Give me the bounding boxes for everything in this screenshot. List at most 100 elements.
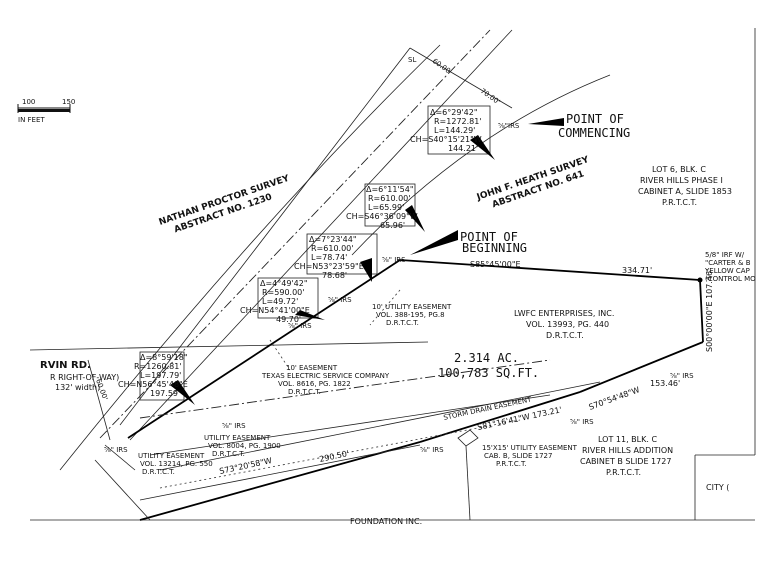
svg-text:D.R.T.C.T.: D.R.T.C.T. bbox=[212, 450, 245, 458]
sw-bearing-group: S73°20'58"W bbox=[219, 456, 273, 476]
svg-text:CH=N56°45'48"E: CH=N56°45'48"E bbox=[118, 380, 188, 389]
utility-easement-box bbox=[457, 429, 479, 447]
row-top-edge bbox=[409, 47, 513, 109]
curve-table-4: Δ=4°49'42" R=590.00' L=49.72' CH=N54°41'… bbox=[240, 277, 325, 324]
road-dimension-ticks bbox=[87, 359, 151, 521]
svg-text:R=590.00': R=590.00' bbox=[262, 288, 304, 297]
svg-text:R=1260.81': R=1260.81' bbox=[134, 362, 182, 371]
survey-line-left bbox=[59, 44, 441, 471]
survey-line-right bbox=[351, 74, 611, 256]
curve-table-3: Δ=7°23'44" R=610.00' L=78.74' CH=N53°23'… bbox=[294, 233, 378, 282]
lwfc-label: LWFC ENTERPRISES, INC. VOL. 13993, PG. 4… bbox=[514, 309, 614, 340]
property-boundary bbox=[127, 259, 704, 521]
irs-commencing: ⅝"IRS bbox=[498, 122, 520, 130]
svg-text:5/8" IRF W/: 5/8" IRF W/ bbox=[705, 251, 745, 259]
util-a-label: UTILITY EASEMENT VOL. 8004, PG. 1900 D.R… bbox=[204, 434, 281, 458]
se-distance: 153.46' bbox=[650, 379, 680, 388]
horizontal-survey-line bbox=[29, 341, 429, 351]
top-dim-2: 70.00' bbox=[479, 87, 502, 106]
svg-text:CH=S40°15'21"W: CH=S40°15'21"W bbox=[410, 135, 482, 144]
svg-text:10' EASEMENT: 10' EASEMENT bbox=[286, 364, 338, 372]
scale-bar: 100 150 IN FEET bbox=[17, 98, 75, 124]
sl-label: SL bbox=[408, 56, 416, 64]
svg-text:2.314 AC.: 2.314 AC. bbox=[454, 351, 519, 365]
nathan-proctor-survey: NATHAN PROCTOR SURVEY ABSTRACT NO. 1230 bbox=[158, 174, 291, 236]
svg-text:CH=N53°23'59"E: CH=N53°23'59"E bbox=[294, 262, 364, 271]
svg-text:Δ=8°59'18": Δ=8°59'18" bbox=[140, 353, 188, 362]
curve-table-5: Δ=8°59'18" R=1260.81' L=197.79' CH=N56°4… bbox=[118, 351, 195, 405]
svg-text:10' UTILITY EASEMENT: 10' UTILITY EASEMENT bbox=[372, 303, 452, 311]
svg-text:UTILITY EASEMENT: UTILITY EASEMENT bbox=[204, 434, 271, 442]
svg-text:L=49.72': L=49.72' bbox=[262, 297, 298, 306]
scale-label-100: 100 bbox=[22, 98, 35, 106]
scale-unit: IN FEET bbox=[18, 116, 45, 124]
lot6-label: LOT 6, BLK. C RIVER HILLS PHASE I CABINE… bbox=[638, 165, 732, 207]
svg-text:TEXAS ELECTRIC SERVICE COMPANY: TEXAS ELECTRIC SERVICE COMPANY bbox=[261, 372, 390, 380]
se-bearing: S70°54'48"W bbox=[588, 385, 641, 412]
svg-text:49.70': 49.70' bbox=[276, 315, 301, 324]
svg-text:L=197.79': L=197.79' bbox=[140, 371, 181, 380]
svg-text:VOL. 388-195, PG.8: VOL. 388-195, PG.8 bbox=[376, 311, 445, 319]
svg-text:UTILITY EASEMENT: UTILITY EASEMENT bbox=[138, 452, 205, 460]
svg-text:R=1272.81': R=1272.81' bbox=[434, 117, 482, 126]
svg-text:CH=S46°36'09"W: CH=S46°36'09"W bbox=[346, 212, 418, 221]
se-bearing-group: S70°54'48"W bbox=[588, 385, 641, 412]
svg-text:D.R.T.C.T.: D.R.T.C.T. bbox=[142, 468, 175, 476]
svg-text:P.R.T.C.T.: P.R.T.C.T. bbox=[662, 198, 697, 207]
svg-text:Δ=6°29'42": Δ=6°29'42" bbox=[430, 108, 478, 117]
svg-text:15'X15' UTILITY EASEMENT: 15'X15' UTILITY EASEMENT bbox=[482, 444, 578, 452]
svg-text:VOL. 8616, PG. 1822: VOL. 8616, PG. 1822 bbox=[278, 380, 351, 388]
svg-text:R RIGHT-OF-WAY): R RIGHT-OF-WAY) bbox=[50, 373, 119, 382]
svg-text:132' width): 132' width) bbox=[55, 383, 100, 392]
texas-electric-label: 10' EASEMENT TEXAS ELECTRIC SERVICE COMP… bbox=[261, 364, 390, 396]
svg-text:VOL. 13214, PG. 550: VOL. 13214, PG. 550 bbox=[140, 460, 213, 468]
top-dim-group-1: 60.00 bbox=[431, 57, 452, 75]
east-bearing-group: S00°00'00"E 107.46' bbox=[705, 269, 714, 352]
svg-text:P.R.T.C.T.: P.R.T.C.T. bbox=[496, 460, 527, 468]
svg-text:D.R.T.C.T.: D.R.T.C.T. bbox=[386, 319, 419, 327]
curve-table-2: Δ=6°11'54" R=610.00' L=65.99' CH=S46°36'… bbox=[346, 183, 425, 232]
top-dim-group-2: 70.00' bbox=[479, 87, 502, 106]
svg-text:D.R.T.C.T.: D.R.T.C.T. bbox=[288, 388, 321, 396]
svg-text:⅝" IRS: ⅝" IRS bbox=[104, 446, 128, 454]
svg-text:(CONTROL MO: (CONTROL MO bbox=[705, 275, 756, 283]
svg-text:78.68': 78.68' bbox=[322, 271, 347, 280]
svg-text:CAB. B, SLIDE 1727: CAB. B, SLIDE 1727 bbox=[484, 452, 552, 460]
john-heath-survey: JOHN F. HEATH SURVEY ABSTRACT NO. 641 bbox=[475, 155, 591, 210]
svg-text:CABINET B SLIDE 1727: CABINET B SLIDE 1727 bbox=[580, 457, 671, 466]
scale-label-150: 150 bbox=[62, 98, 75, 106]
svg-text:⅝" IRS: ⅝" IRS bbox=[670, 372, 694, 380]
svg-text:RVIN RD.: RVIN RD. bbox=[40, 360, 91, 371]
svg-text:L=78.74': L=78.74' bbox=[311, 253, 347, 262]
svg-text:L=65.99': L=65.99' bbox=[368, 203, 404, 212]
svg-text:Δ=4°49'42": Δ=4°49'42" bbox=[260, 279, 308, 288]
svg-text:R=610.00': R=610.00' bbox=[311, 244, 353, 253]
easement-line-1 bbox=[139, 359, 551, 419]
svg-text:⅝" IRS: ⅝" IRS bbox=[328, 296, 352, 304]
svg-text:144.21': 144.21' bbox=[448, 144, 478, 153]
north-bearing: S85°45'00"E bbox=[470, 260, 521, 269]
util-15-label: 15'X15' UTILITY EASEMENT CAB. B, SLIDE 1… bbox=[482, 444, 578, 468]
svg-text:P.R.T.C.T.: P.R.T.C.T. bbox=[606, 468, 641, 477]
svg-text:L=144.29': L=144.29' bbox=[434, 126, 475, 135]
north-distance: 334.71' bbox=[622, 266, 652, 275]
svg-text:LOT 6, BLK. C: LOT 6, BLK. C bbox=[652, 165, 706, 174]
svg-text:Δ=6°11'54": Δ=6°11'54" bbox=[366, 185, 414, 194]
svg-text:RIVER HILLS PHASE I: RIVER HILLS PHASE I bbox=[640, 176, 723, 185]
svg-text:RIVER HILLS ADDITION: RIVER HILLS ADDITION bbox=[582, 446, 673, 455]
foundation-label: FOUNDATION INC. bbox=[350, 517, 422, 526]
commencing-line1: POINT OF bbox=[566, 112, 624, 126]
svg-text:VOL. 8004, PG. 1900: VOL. 8004, PG. 1900 bbox=[208, 442, 281, 450]
top-dim-1: 60.00 bbox=[431, 57, 452, 75]
svg-text:100,783 SQ.FT.: 100,783 SQ.FT. bbox=[438, 366, 539, 380]
irs-markers: ⅝" IRS ⅝" IRS ⅝" IRS ⅝" IRS ⅝" IRS ⅝" IR… bbox=[104, 296, 694, 454]
area-label: 2.314 AC. 100,783 SQ.FT. bbox=[438, 351, 539, 380]
city-label: CITY ( bbox=[706, 483, 729, 492]
svg-text:⅝" IRS: ⅝" IRS bbox=[288, 322, 312, 330]
util-10-easement-label: 10' UTILITY EASEMENT VOL. 388-195, PG.8 … bbox=[372, 303, 452, 327]
point-of-beginning: POINT OF BEGINNING ⅝" IRS bbox=[382, 230, 527, 264]
svg-text:65.96': 65.96' bbox=[380, 221, 405, 230]
svg-text:D.R.T.C.T.: D.R.T.C.T. bbox=[546, 331, 584, 340]
svg-text:⅝" IRS: ⅝" IRS bbox=[222, 422, 246, 430]
